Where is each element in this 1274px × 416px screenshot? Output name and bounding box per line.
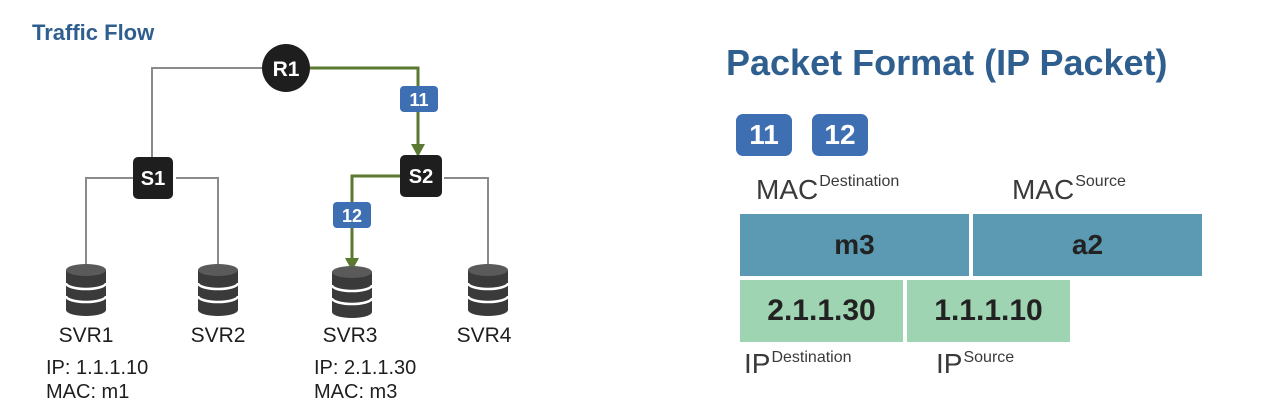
packet-format-title: Packet Format (IP Packet) (726, 42, 1168, 83)
database-icon (330, 266, 374, 318)
server-name-svr2: SVR2 (191, 324, 246, 347)
server-ip-svr1: IP: 1.1.1.10 (46, 357, 149, 379)
mac-source-label: MACSource (1012, 173, 1126, 205)
ip-destination-label: IPDestination (744, 348, 852, 379)
mac-source-cell: a2 (973, 214, 1202, 276)
path-tag-12: 12 (333, 202, 371, 228)
link-s1-svr1 (85, 177, 134, 270)
path-arrowhead-svr3 (345, 258, 359, 271)
server-info-svr1: IP: 1.1.1.10 MAC: m1 (46, 356, 148, 404)
svg-text:S2: S2 (409, 166, 433, 188)
packet-badge-11: 11 (736, 114, 792, 156)
mac-destination-cell: m3 (740, 214, 969, 276)
router-r1: R1 (262, 44, 310, 92)
server-mac-svr3: MAC: m3 (314, 381, 398, 403)
svg-text:R1: R1 (273, 58, 300, 81)
svg-text:S1: S1 (141, 168, 165, 190)
traffic-flow-title: Traffic Flow (32, 20, 155, 45)
server-mac-svr1: MAC: m1 (46, 381, 130, 403)
server-info-svr3: IP: 2.1.1.30 MAC: m3 (314, 356, 416, 404)
path-arrowhead-s2 (411, 144, 425, 157)
server-ip-svr3: IP: 2.1.1.30 (314, 357, 417, 379)
ip-source-cell: 1.1.1.10 (907, 280, 1070, 342)
mac-destination-label: MACDestination (756, 173, 900, 205)
path-s2-svr3 (350, 174, 400, 262)
switch-s2: S2 (400, 155, 442, 197)
path-r1-s2 (310, 66, 420, 148)
server-name-svr1: SVR1 (59, 324, 114, 347)
network-links (85, 67, 489, 270)
database-icon (466, 264, 510, 316)
svg-text:11: 11 (409, 90, 428, 110)
packet-badge-12: 12 (812, 114, 868, 156)
ip-source-label: IPSource (936, 348, 1015, 379)
traffic-path (310, 66, 420, 262)
ip-destination-cell: 2.1.1.30 (740, 280, 903, 342)
switch-s1: S1 (133, 157, 173, 199)
network-topology: 11 12 R1 S1 S2 S (59, 44, 512, 347)
link-r1-s1 (151, 67, 262, 160)
server-name-svr4: SVR4 (457, 324, 512, 347)
server-name-svr3: SVR3 (323, 324, 378, 347)
link-s1-svr2 (176, 177, 219, 270)
database-icon (64, 264, 108, 316)
link-s2-svr4 (444, 177, 489, 270)
database-icon (196, 264, 240, 316)
path-tag-11: 11 (400, 86, 438, 112)
svg-text:12: 12 (342, 206, 362, 226)
